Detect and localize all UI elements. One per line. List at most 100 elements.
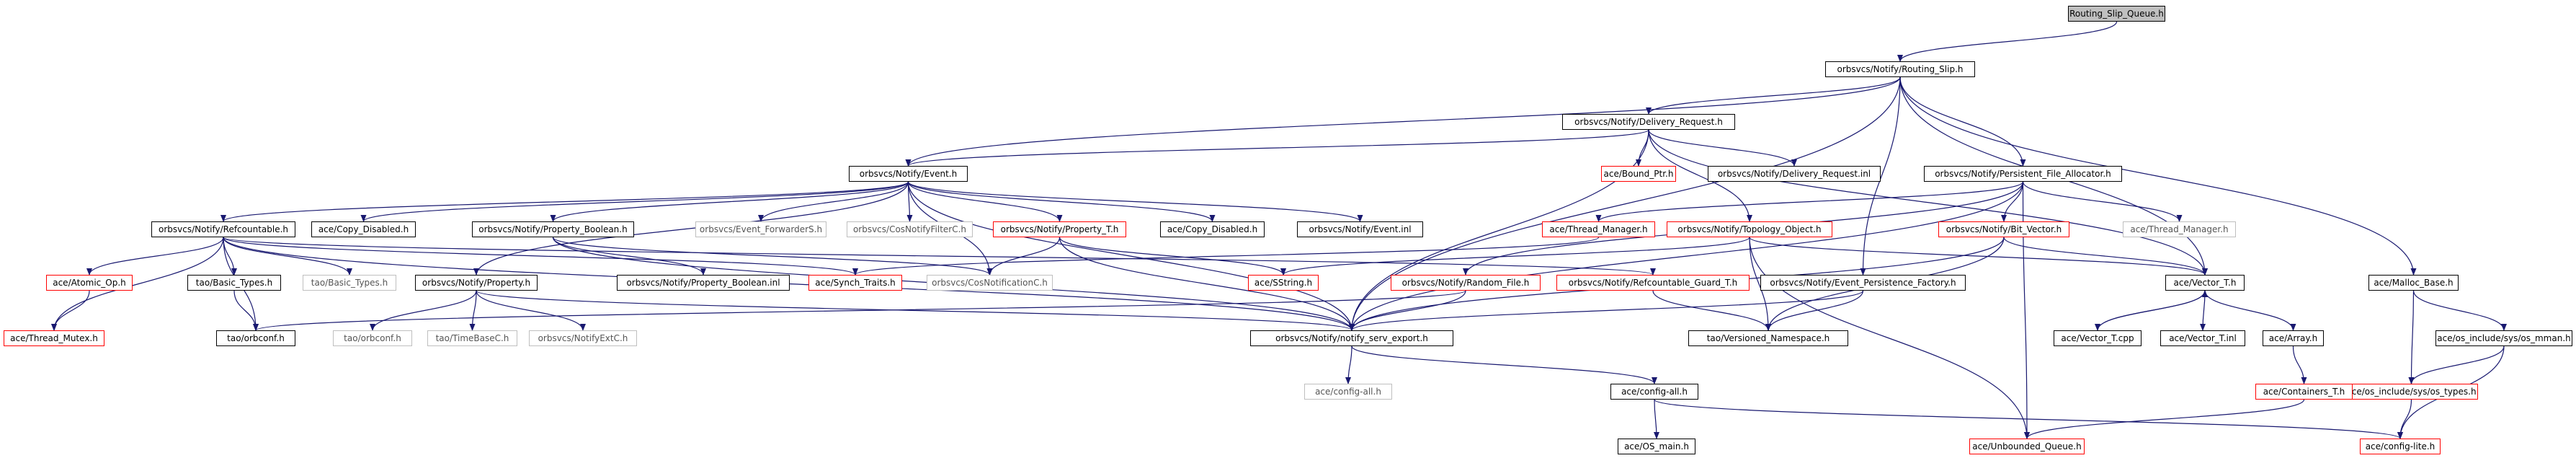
edge-event_persistence_factory-to-notify_serv_export xyxy=(1349,290,1864,331)
node-event-inl[interactable]: orbsvcs/Notify/Event.inl xyxy=(1297,221,1423,237)
node-os-types-h[interactable]: ace/os_include/sys/os_types.h xyxy=(2345,384,2478,400)
edge-config_all-to-os_main xyxy=(1653,399,1659,439)
edge-event-to-copy_disabled_1 xyxy=(360,181,909,222)
node-thread-mutex-h[interactable]: ace/Thread_Mutex.h xyxy=(4,330,104,346)
edge-topology_object-to-sstring xyxy=(1280,237,1750,276)
node-event-persistence-factory-h[interactable]: orbsvcs/Notify/Event_Persistence_Factory… xyxy=(1760,275,1966,291)
edge-persistent_file_allocator-to-notify_serv_export xyxy=(1349,181,2024,331)
node-notify-serv-export-h[interactable]: orbsvcs/Notify/notify_serv_export.h xyxy=(1250,330,1453,346)
edge-persistent_file_allocator-to-bit_vector xyxy=(2001,181,2024,222)
node-synch-traits-h[interactable]: ace/Synch_Traits.h xyxy=(808,275,902,291)
node-property-t-h[interactable]: orbsvcs/Notify/Property_T.h xyxy=(993,221,1126,237)
edge-property_boolean-to-cosnotificationc xyxy=(552,237,993,276)
node-notifyextc-h: orbsvcs/NotifyExtC.h xyxy=(529,330,637,346)
node-vector-t-inl[interactable]: ace/Vector_T.inl xyxy=(2160,330,2245,346)
edge-event-to-notify_serv_export xyxy=(907,181,1355,331)
node-os-mman-h[interactable]: ace/os_include/sys/os_mman.h xyxy=(2435,330,2572,346)
edge-os_mman-to-os_types xyxy=(2408,345,2505,384)
edge-property-to-orbconf_2 xyxy=(370,290,477,331)
node-vector-t-h[interactable]: ace/Vector_T.h xyxy=(2165,275,2245,291)
edge-property_boolean-to-property_boolean_inl xyxy=(552,237,706,276)
node-config-all-h[interactable]: ace/config-all.h xyxy=(1610,384,1698,400)
node-config-lite-h[interactable]: ace/config-lite.h xyxy=(2360,439,2441,454)
node-refcountable-h[interactable]: orbsvcs/Notify/Refcountable.h xyxy=(151,221,295,237)
edge-event-to-event_inl xyxy=(907,181,1363,222)
edge-property_t-to-notify_serv_export xyxy=(1059,237,1355,331)
edge-property-to-notify_serv_export xyxy=(476,290,1355,331)
node-persistent-file-allocator-h[interactable]: orbsvcs/Notify/Persistent_File_Allocator… xyxy=(1924,166,2122,182)
edge-vector_t-to-array xyxy=(2204,290,2296,331)
edge-config_all-to-config_lite xyxy=(1654,399,2403,439)
node-containers-t-h[interactable]: ace/Containers_T.h xyxy=(2255,384,2353,400)
edge-routing_slip-to-event_persistence_factory xyxy=(1860,76,1901,276)
edge-delivery_request-to-topology_object xyxy=(1648,129,1752,222)
edge-topology_object-to-vector_t xyxy=(1749,237,2208,276)
node-thread-manager-h[interactable]: ace/Thread_Manager.h xyxy=(1542,221,1655,237)
node-delivery-request-inl[interactable]: orbsvcs/Notify/Delivery_Request.inl xyxy=(1708,166,1881,182)
edge-root-to-routing_slip xyxy=(1897,21,2118,62)
edge-persistent_file_allocator-to-thread_manager_red xyxy=(1595,181,2024,222)
edge-refcountable-to-thread_mutex xyxy=(51,237,224,331)
node-array-h[interactable]: ace/Array.h xyxy=(2263,330,2324,346)
edge-routing_slip-to-persistent_file_allocator xyxy=(1899,76,2026,167)
edge-delivery_request-to-delivery_request_inl xyxy=(1648,129,1797,167)
edge-malloc_base-to-os_mman xyxy=(2412,290,2507,331)
node-copy-disabled-h-1[interactable]: ace/Copy_Disabled.h xyxy=(311,221,416,237)
edge-containers_t-to-unbounded_queue xyxy=(2024,399,2305,439)
node-malloc-base-h[interactable]: ace/Malloc_Base.h xyxy=(2368,275,2459,291)
edge-topology_object-to-unbounded_queue xyxy=(1749,237,2030,439)
node-timebasec-h: tao/TimeBaseC.h xyxy=(427,330,517,346)
node-event-forwarders-h: orbsvcs/Event_ForwarderS.h xyxy=(695,221,826,237)
node-topology-object-h[interactable]: orbsvcs/Notify/Topology_Object.h xyxy=(1667,221,1832,237)
node-versioned-namespace-h[interactable]: tao/Versioned_Namespace.h xyxy=(1688,330,1848,346)
node-thread-manager-h-gray: ace/Thread_Manager.h xyxy=(2123,221,2236,237)
node-basic-types-h-2: tao/Basic_Types.h xyxy=(303,275,396,291)
edge-event-to-refcountable xyxy=(220,181,909,222)
node-bit-vector-h[interactable]: orbsvcs/Notify/Bit_Vector.h xyxy=(1938,221,2069,237)
edge-delivery_request-to-event xyxy=(905,129,1649,167)
edge-property-to-notifyextc xyxy=(476,290,586,331)
edge-persistent_file_allocator-to-thread_manager_gray xyxy=(2022,181,2183,222)
edge-vector_t_cpp-to-vector_t xyxy=(2097,290,2208,331)
node-refcountable-guard-t-h[interactable]: orbsvcs/Notify/Refcountable_Guard_T.h xyxy=(1556,275,1750,291)
edge-refcountable-to-refcountable_guard xyxy=(223,237,1656,276)
node-cosnotificationc-h: orbsvcs/CosNotificationC.h xyxy=(927,275,1053,291)
node-atomic-op-h[interactable]: ace/Atomic_Op.h xyxy=(46,275,133,291)
node-os-main-h[interactable]: ace/OS_main.h xyxy=(1618,439,1695,454)
node-event-h[interactable]: orbsvcs/Notify/Event.h xyxy=(849,166,968,182)
node-unbounded-queue-h[interactable]: ace/Unbounded_Queue.h xyxy=(1969,439,2085,454)
edge-routing_slip-to-notify_serv_export xyxy=(1349,76,1901,331)
edge-property_t-to-cosnotificationc xyxy=(986,237,1061,276)
edge-random_file-to-notify_serv_export xyxy=(1349,290,1466,331)
edge-array-to-containers_t xyxy=(2292,345,2307,384)
dependency-edges xyxy=(51,21,2507,439)
node-delivery-request-h[interactable]: orbsvcs/Notify/Delivery_Request.h xyxy=(1562,114,1735,130)
node-basic-types-h-1[interactable]: tao/Basic_Types.h xyxy=(187,275,281,291)
edge-atomic_op-to-thread_mutex xyxy=(51,290,90,331)
node-property-h[interactable]: orbsvcs/Notify/Property.h xyxy=(415,275,538,291)
edge-topology_object-to-versioned_namespace xyxy=(1749,237,1771,331)
edge-refcountable-to-synch_traits xyxy=(223,237,858,276)
edge-refcountable_guard-to-versioned_namespace xyxy=(1652,290,1771,331)
node-vector-t-cpp[interactable]: ace/Vector_T.cpp xyxy=(2054,330,2142,346)
node-property-boolean-h[interactable]: orbsvcs/Notify/Property_Boolean.h xyxy=(472,221,634,237)
edge-random_file-to-orbconf_1 xyxy=(253,290,1466,331)
node-orbconf-h-1[interactable]: tao/orbconf.h xyxy=(216,330,295,346)
edge-notify_serv_export-to-config_all xyxy=(1351,345,1657,384)
edge-thread_manager_red-to-synch_traits xyxy=(852,237,1600,276)
edge-notify_serv_export-to-config_all_gray xyxy=(1345,345,1352,384)
edge-event-to-copy_disabled_2 xyxy=(907,181,1216,222)
node-sstring-h[interactable]: ace/SString.h xyxy=(1248,275,1319,291)
node-routing-slip-h[interactable]: orbsvcs/Notify/Routing_Slip.h xyxy=(1825,61,1975,77)
node-property-boolean-inl[interactable]: orbsvcs/Notify/Property_Boolean.inl xyxy=(617,275,790,291)
edge-routing_slip-to-event xyxy=(905,76,1901,167)
node-orbconf-h-2: tao/orbconf.h xyxy=(333,330,412,346)
node-cosnotifyfilterc-h: orbsvcs/CosNotifyFilterC.h xyxy=(847,221,973,237)
node-copy-disabled-h-2[interactable]: ace/Copy_Disabled.h xyxy=(1160,221,1265,237)
edge-refcountable-to-atomic_op xyxy=(86,237,224,276)
node-random-file-h[interactable]: orbsvcs/Notify/Random_File.h xyxy=(1391,275,1541,291)
node-bound-ptr-h[interactable]: ace/Bound_Ptr.h xyxy=(1601,166,1676,182)
edge-refcountable-to-basic_types_2 xyxy=(223,237,352,276)
